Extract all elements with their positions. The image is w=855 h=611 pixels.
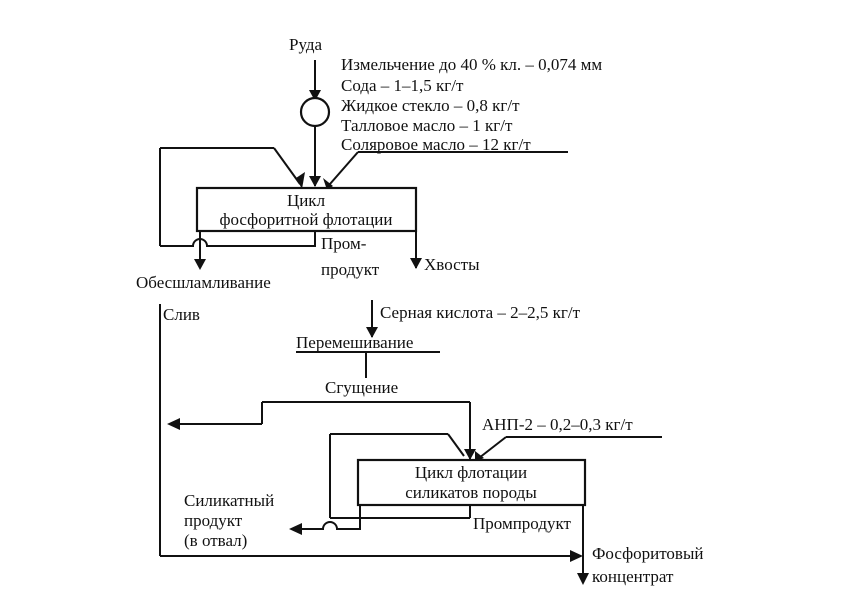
silicate-loop-diagonal-line [447, 433, 465, 457]
phosphorite-cycle-line2: фосфоритной флотации [219, 210, 392, 229]
water-glass-label: Жидкое стекло – 0,8 кг/т [341, 96, 520, 115]
anp-label: АНП-2 – 0,2–0,3 кг/т [482, 415, 633, 434]
silicate-flotation-box [356, 458, 587, 507]
silicate-product-line [292, 505, 361, 530]
anp-diagonal-line [478, 436, 507, 459]
concentrate-label-line2: концентрат [592, 567, 674, 586]
tailings-arrowhead [410, 258, 422, 269]
conditioning-section: Слив Серная кислота – 2–2,5 кг/т Перемеш… [159, 300, 662, 556]
tall-oil-label: Талловое масло – 1 кг/т [341, 116, 513, 135]
recycle-loop-diagonal-line [273, 147, 301, 185]
solar-oil-label: Соляровое масло – 12 кг/т [341, 135, 531, 154]
middlings-label-line1: Пром- [321, 234, 367, 253]
thickened-product-arrowhead [464, 449, 476, 460]
grinding-mill-circle [299, 96, 331, 128]
mixing-label: Перемешивание [296, 333, 413, 352]
overflow-to-concentrate-arrowhead [570, 550, 583, 562]
desliming-arrowhead [194, 259, 206, 270]
silicate-cycle-line2: силикатов породы [405, 483, 537, 502]
tailings-label: Хвосты [424, 255, 480, 274]
soda-label: Сода – 1–1,5 кг/т [341, 76, 464, 95]
middlings-label-line2: продукт [321, 260, 380, 279]
reagents-diagonal-line [329, 151, 359, 185]
feed-section: Руда Измельчение до 40 % кл. – 0,074 мм … [159, 35, 602, 246]
silicate-middlings-label: Промпродукт [473, 514, 572, 533]
recycle-loop-arrowhead [296, 172, 305, 189]
grinding-label: Измельчение до 40 % кл. – 0,074 мм [341, 55, 602, 74]
overflow-label: Слив [163, 305, 200, 324]
silicate-product-label-line3: (в отвал) [184, 531, 247, 550]
ore-feed-arrowhead [309, 90, 321, 101]
phosphorite-cycle-line1: Цикл [287, 191, 326, 210]
phosphorite-flotation-box [195, 186, 418, 233]
concentrate-arrowhead [577, 573, 589, 585]
mill-output-arrowhead [309, 176, 321, 187]
thickening-label: Сгущение [325, 378, 398, 397]
recycle-loop-bottom-line [160, 231, 316, 247]
concentrate-label-line1: Фосфоритовый [592, 544, 703, 563]
silicate-product-label-line1: Силикатный [184, 491, 274, 510]
phosphorite-flotation-section: Цикл фосфоритной флотации Обесшламливани… [136, 186, 480, 292]
desliming-label: Обесшламливание [136, 273, 271, 292]
sulfuric-acid-label: Серная кислота – 2–2,5 кг/т [380, 303, 581, 322]
silicate-cycle-line1: Цикл флотации [415, 463, 527, 482]
overflow-return-arrowhead [167, 418, 180, 430]
silicate-product-arrowhead [289, 523, 302, 535]
silicate-flotation-section: Цикл флотации силикатов породы Силикатны… [160, 458, 703, 586]
sulfuric-acid-arrowhead [366, 327, 378, 338]
ore-label: Руда [289, 35, 323, 54]
silicate-product-label-line2: продукт [184, 511, 243, 530]
